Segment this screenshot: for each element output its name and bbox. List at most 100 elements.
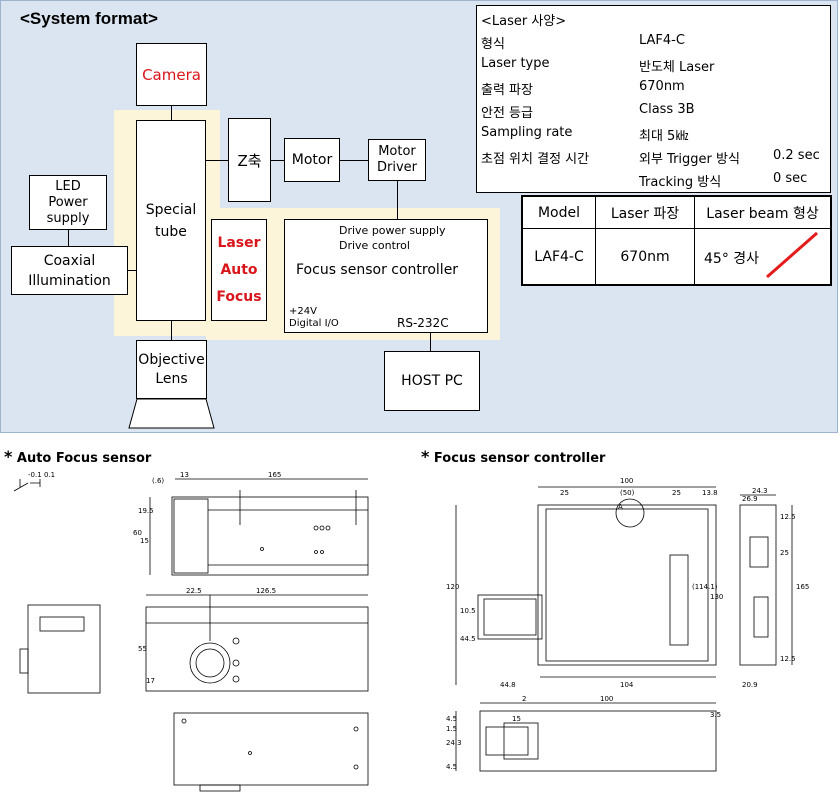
model-header: Model [537, 204, 581, 221]
lens-tip [128, 398, 215, 429]
dim-label: 12.5 [780, 513, 796, 521]
connector [271, 160, 284, 161]
camera-block: Camera [136, 43, 207, 106]
laser-spec-cell: LAF4-C [639, 33, 685, 48]
laser-spec-cell: 출력 파장 [481, 83, 533, 98]
dim-label: 0.1 [44, 471, 55, 479]
bullet-icon: * [421, 447, 430, 466]
focus-sensor-controller-title: Focus sensor controller [433, 451, 606, 466]
laser-spec-cell: 형식 [481, 37, 505, 52]
laser-spec-cell: 안전 등급 [481, 106, 533, 121]
laser-spec-cell: 0 sec [773, 171, 808, 186]
dim-label: (.6) [152, 477, 164, 485]
dim-label: 25 [780, 549, 789, 557]
connector [340, 160, 368, 161]
z-axis-block: Z축 [228, 118, 271, 202]
motor-block: Motor [284, 138, 340, 182]
dim-label: 130 [710, 593, 723, 601]
dim-label: 25 [672, 489, 681, 497]
dim-label: 2 [522, 695, 526, 703]
connector [397, 181, 398, 219]
table-divider [595, 197, 596, 284]
dim-label: 13 [180, 471, 189, 479]
dim-label: 24.3 [752, 487, 768, 495]
dim-label: 20.9 [742, 681, 758, 689]
focus-sensor-controller-heading: * Focus sensor controller [421, 447, 605, 466]
model-table: Model Laser 파장 Laser beam 형상 LAF4-C 670n… [521, 195, 832, 286]
dim-label: 120 [446, 583, 459, 591]
motor-driver-block: Motor Driver [368, 139, 426, 181]
table-divider [694, 197, 695, 284]
fsc-io-text: +24V Digital I/O [289, 306, 339, 329]
dim-label: 26.9 [742, 495, 758, 503]
lens-shape [128, 398, 215, 429]
dim-label: 3.5 [710, 711, 721, 719]
auto-focus-sensor-drawing: -0.1 0.1 13 165 (.6) 19.5 60 15 126.5 22… [13, 471, 369, 792]
laser-spec-cell: 외부 Trigger 방식 [639, 152, 740, 167]
dim-label: 44.8 [500, 681, 516, 689]
dim-label: A [618, 503, 623, 511]
focus-sensor-controller-block: Drive power supply Drive control Focus s… [284, 219, 488, 333]
dim-label: 104 [620, 681, 634, 689]
dim-label: 15 [140, 537, 149, 545]
dim-label: 165 [796, 583, 809, 591]
dim-label: 1.5 [446, 725, 457, 733]
dim-label: 4.5 [446, 715, 457, 723]
laser-spec-cell: Class 3B [639, 102, 695, 117]
dim-label: 60 [133, 529, 142, 537]
dim-label: 100 [600, 695, 613, 703]
laser-spec-cell: 최대 5㎑ [639, 129, 689, 144]
fsc-title: Focus sensor controller [296, 262, 459, 278]
dim-label: 126.5 [256, 587, 276, 595]
laser-beam-line [766, 231, 818, 279]
connector [430, 333, 431, 351]
laser-spec-cell: 초점 위치 결정 시간 [481, 152, 590, 167]
dim-label: 12.5 [780, 655, 796, 663]
host-pc-block: HOST PC [384, 351, 480, 411]
led-power-supply-block: LED Power supply [29, 175, 107, 230]
focus-sensor-controller-drawing: 100 25 (50) 25 13.8 A 24.3 120 (114.1) 1… [446, 477, 809, 772]
dim-label: -0.1 [28, 471, 42, 479]
connector [68, 229, 69, 247]
objective-lens-block: Objective Lens [136, 340, 207, 399]
connector [171, 320, 172, 340]
dim-label: 10.5 [460, 607, 476, 615]
beam-shape-header: Laser beam 형상 [706, 205, 819, 222]
dim-label: 55 [138, 645, 147, 653]
coaxial-illumination-block: Coaxial Illumination [11, 246, 128, 295]
laser-spec-cell: 반도체 Laser [639, 60, 715, 75]
laser-spec-cell: Sampling rate [481, 125, 573, 140]
dim-label: 44.5 [460, 635, 476, 643]
laser-spec-cell: 670nm [639, 79, 685, 94]
laser-spec-cell: Laser type [481, 56, 550, 71]
dim-label: (114.1) [692, 583, 718, 591]
dim-label: 13.8 [702, 489, 718, 497]
diagram-title: <System format> [20, 9, 158, 28]
special-tube-block: Special tube [136, 120, 206, 321]
beam-shape-cell: 45° 경사 [704, 251, 760, 267]
dim-label: 25 [560, 489, 569, 497]
bullet-icon: * [4, 447, 13, 466]
dim-label: 17 [146, 677, 155, 685]
connector [206, 160, 228, 161]
laser-spec-heading: <Laser 사양> [481, 14, 567, 29]
dim-label: 22.5 [186, 587, 202, 595]
dim-label: 4.5 [446, 763, 457, 771]
laser-spec-box: <Laser 사양> 형식 LAF4-C Laser type 반도체 Laser 출력… [476, 5, 831, 193]
wavelength-header: Laser 파장 [610, 205, 680, 222]
fsc-drive-text: Drive power supply Drive control [339, 224, 446, 252]
laser-auto-focus-block: Laser Auto Focus [211, 219, 267, 321]
table-divider [523, 228, 830, 229]
auto-focus-sensor-heading: * Auto Focus sensor [4, 447, 151, 466]
wavelength-cell: 670nm [620, 248, 670, 265]
fsc-rs232c-label: RS-232C [397, 316, 449, 330]
dim-label: (50) [620, 489, 635, 497]
dim-label: 100 [620, 477, 633, 485]
model-cell: LAF4-C [534, 248, 584, 265]
dim-label: 19.5 [138, 507, 154, 515]
connector [171, 106, 172, 120]
dim-label: 15 [512, 715, 521, 723]
dim-label: 24.3 [446, 739, 462, 747]
auto-focus-sensor-title: Auto Focus sensor [16, 451, 152, 466]
connector [128, 270, 136, 271]
